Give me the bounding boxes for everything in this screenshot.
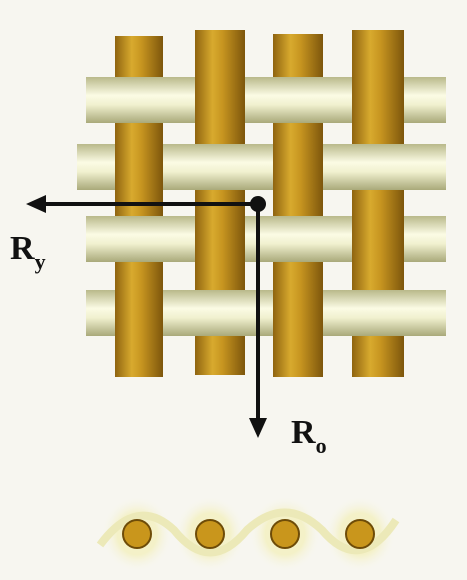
weft-wave: [96, 508, 400, 557]
warp-crossing: [352, 216, 404, 262]
ro-arrowhead-icon: [249, 418, 267, 438]
warp-over-crossings: [115, 77, 404, 336]
warp-crossing: [115, 290, 163, 336]
warp-crossing: [273, 144, 323, 190]
yarn-section: [195, 519, 225, 549]
warp-crossing: [273, 290, 323, 336]
warp-crossing: [115, 144, 163, 190]
yarn-section: [345, 519, 375, 549]
yarn-section: [122, 519, 152, 549]
warp-crossing: [195, 77, 245, 123]
ro-label: Ro: [291, 414, 327, 458]
warp-crossing: [195, 216, 245, 262]
ry-arrowhead-icon: [26, 195, 46, 213]
yarn-section: [270, 519, 300, 549]
warp-crossing: [352, 77, 404, 123]
radius-arrows: [44, 202, 260, 422]
ry-label: Ry: [10, 230, 46, 274]
origin-dot: [250, 196, 266, 212]
yarn-cross-section: [96, 496, 400, 572]
